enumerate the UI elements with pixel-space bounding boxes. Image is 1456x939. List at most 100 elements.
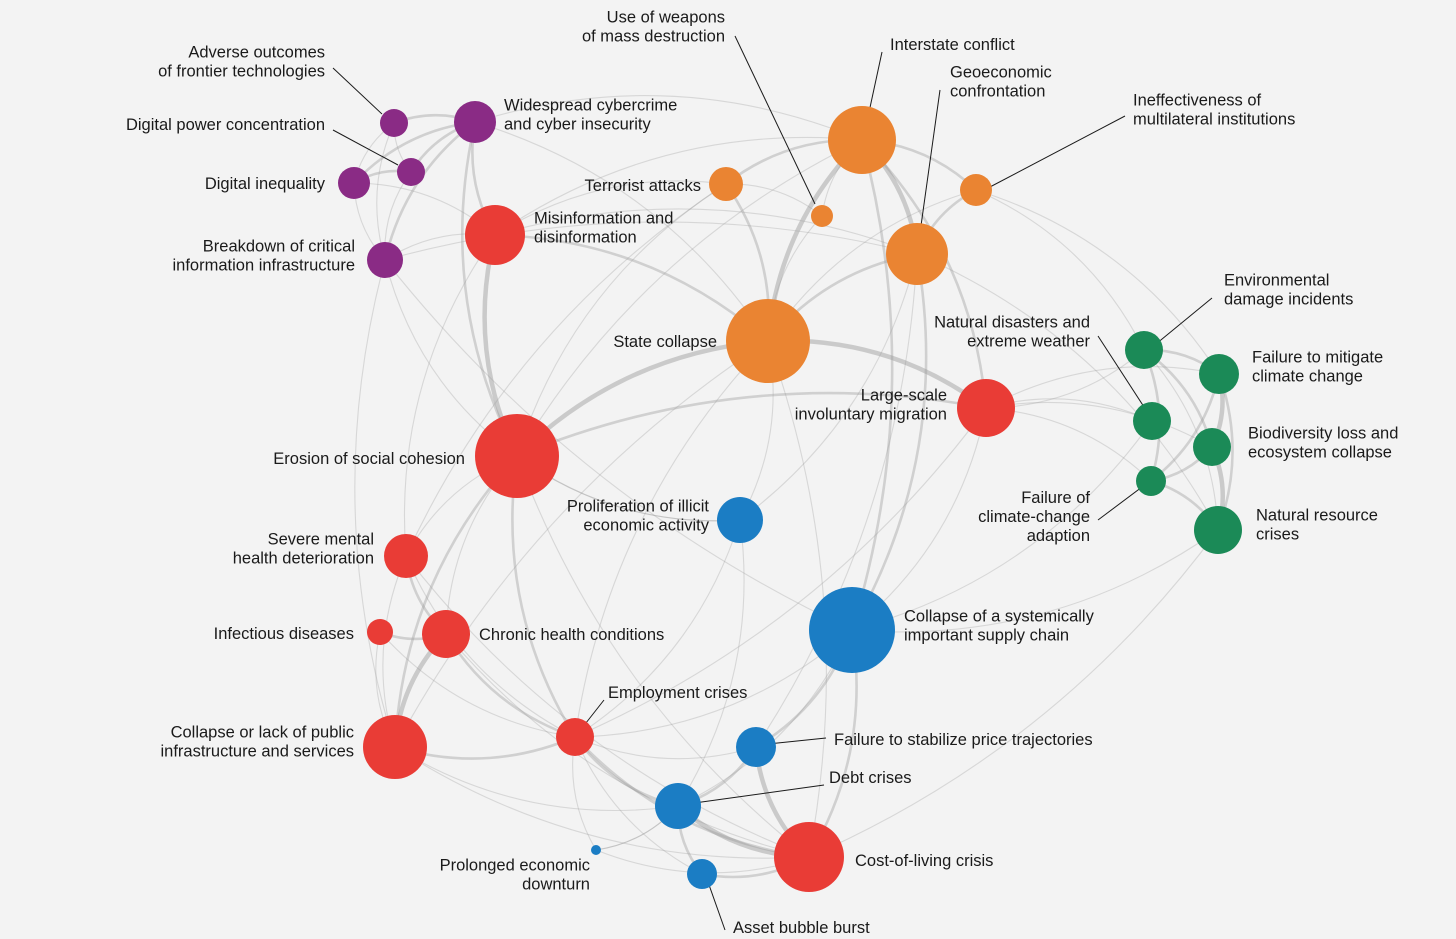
node-bubble[interactable]: [687, 859, 717, 889]
node-terror[interactable]: [709, 167, 743, 201]
node-wmd[interactable]: [811, 205, 833, 227]
node-costliving[interactable]: [774, 822, 844, 892]
leader-line-natdis: [1097, 335, 1147, 411]
node-natres[interactable]: [1194, 506, 1242, 554]
edge-migration-cohesion: [515, 391, 988, 458]
node-illicit[interactable]: [717, 497, 763, 543]
node-adverse[interactable]: [380, 109, 408, 137]
label-interstate: Interstate conflict: [890, 36, 1015, 54]
node-layer: [338, 101, 1242, 892]
node-migration[interactable]: [957, 379, 1015, 437]
edge-terror-mental: [405, 183, 727, 557]
edge-geoeco-natres: [916, 253, 1219, 531]
edge-cybercrime-state: [474, 121, 769, 342]
node-state[interactable]: [726, 299, 810, 383]
label-line-mental-0: Severe mental: [268, 531, 374, 549]
edge-misinfo-terror: [494, 180, 727, 236]
node-price[interactable]: [736, 727, 776, 767]
edge-migration-mitigate: [985, 366, 1220, 409]
label-line-diginequality-0: Digital inequality: [205, 175, 326, 193]
edge-illicit-debt: [677, 519, 745, 807]
leader-line-layer: [332, 35, 1213, 931]
edge-multilat-envdamage: [975, 189, 1145, 351]
edge-cybercrime-interstate: [474, 95, 863, 141]
node-natdis[interactable]: [1133, 402, 1171, 440]
label-line-cohesion-0: Erosion of social cohesion: [273, 450, 465, 468]
node-digpower[interactable]: [397, 158, 425, 186]
node-supply[interactable]: [809, 587, 895, 673]
label-line-adapt-2: adaption: [1027, 527, 1090, 545]
edge-multilat-mitigate: [975, 189, 1220, 375]
label-line-supply-1: important supply chain: [904, 627, 1069, 645]
label-digpower: Digital power concentration: [126, 116, 325, 134]
leader-line-multilat: [987, 115, 1126, 189]
label-line-employment-0: Employment crises: [608, 684, 747, 702]
edge-employment-bubble: [574, 736, 703, 875]
edge-migration-employment: [574, 407, 987, 738]
label-bubble: Asset bubble burst: [733, 919, 870, 937]
edge-misinfo-state: [493, 233, 770, 343]
node-chronic[interactable]: [422, 610, 470, 658]
label-line-breakdown-1: information infrastructure: [173, 257, 356, 275]
node-downturn[interactable]: [591, 845, 601, 855]
node-misinfo[interactable]: [465, 205, 525, 265]
label-line-envdamage-1: damage incidents: [1224, 291, 1353, 309]
node-biodiv[interactable]: [1193, 428, 1231, 466]
edge-migration-biodiv: [985, 401, 1213, 448]
label-line-biodiv-0: Biodiversity loss and: [1248, 425, 1398, 443]
label-line-multilat-1: multilateral institutions: [1133, 111, 1295, 129]
node-employment[interactable]: [556, 718, 594, 756]
leader-line-digpower: [332, 129, 399, 166]
node-envdamage[interactable]: [1125, 331, 1163, 369]
node-diginequality[interactable]: [338, 167, 370, 199]
label-line-costliving-0: Cost-of-living crisis: [855, 852, 993, 870]
node-multilat[interactable]: [960, 174, 992, 206]
edge-breakdown-geoeco: [384, 221, 918, 261]
node-mitigate[interactable]: [1199, 354, 1239, 394]
edge-chronic-costliving: [445, 633, 810, 858]
label-diginequality: Digital inequality: [205, 175, 326, 193]
label-line-mitigate-0: Failure to mitigate: [1252, 349, 1383, 367]
edge-state-infra: [394, 340, 769, 748]
label-line-natres-0: Natural resource: [1256, 507, 1378, 525]
label-price: Failure to stabilize price trajectories: [834, 731, 1093, 749]
node-adapt[interactable]: [1136, 466, 1166, 496]
node-infra[interactable]: [363, 715, 427, 779]
label-debt: Debt crises: [829, 769, 912, 787]
label-infectious: Infectious diseases: [214, 625, 354, 643]
edge-price-employment: [574, 736, 757, 760]
leader-line-envdamage: [1155, 297, 1213, 345]
label-line-geoeco-0: Geoeconomic: [950, 64, 1052, 82]
label-line-natdis-1: extreme weather: [967, 333, 1090, 351]
node-breakdown[interactable]: [367, 242, 403, 278]
node-cohesion[interactable]: [475, 414, 559, 498]
node-cybercrime[interactable]: [454, 101, 496, 143]
edge-breakdown-infra: [354, 259, 396, 748]
node-interstate[interactable]: [828, 106, 896, 174]
label-cohesion: Erosion of social cohesion: [273, 450, 465, 468]
label-line-breakdown-0: Breakdown of critical: [203, 238, 355, 256]
label-line-debt-0: Debt crises: [829, 769, 912, 787]
label-line-terror-0: Terrorist attacks: [585, 177, 701, 195]
leader-line-debt: [679, 784, 825, 806]
edge-geoeco-supply: [850, 252, 928, 632]
label-line-adapt-0: Failure of: [1021, 489, 1090, 507]
node-geoeco[interactable]: [886, 223, 948, 285]
node-debt[interactable]: [655, 783, 701, 829]
node-infectious[interactable]: [367, 619, 393, 645]
node-mental[interactable]: [384, 534, 428, 578]
label-line-downturn-1: downturn: [522, 876, 590, 894]
